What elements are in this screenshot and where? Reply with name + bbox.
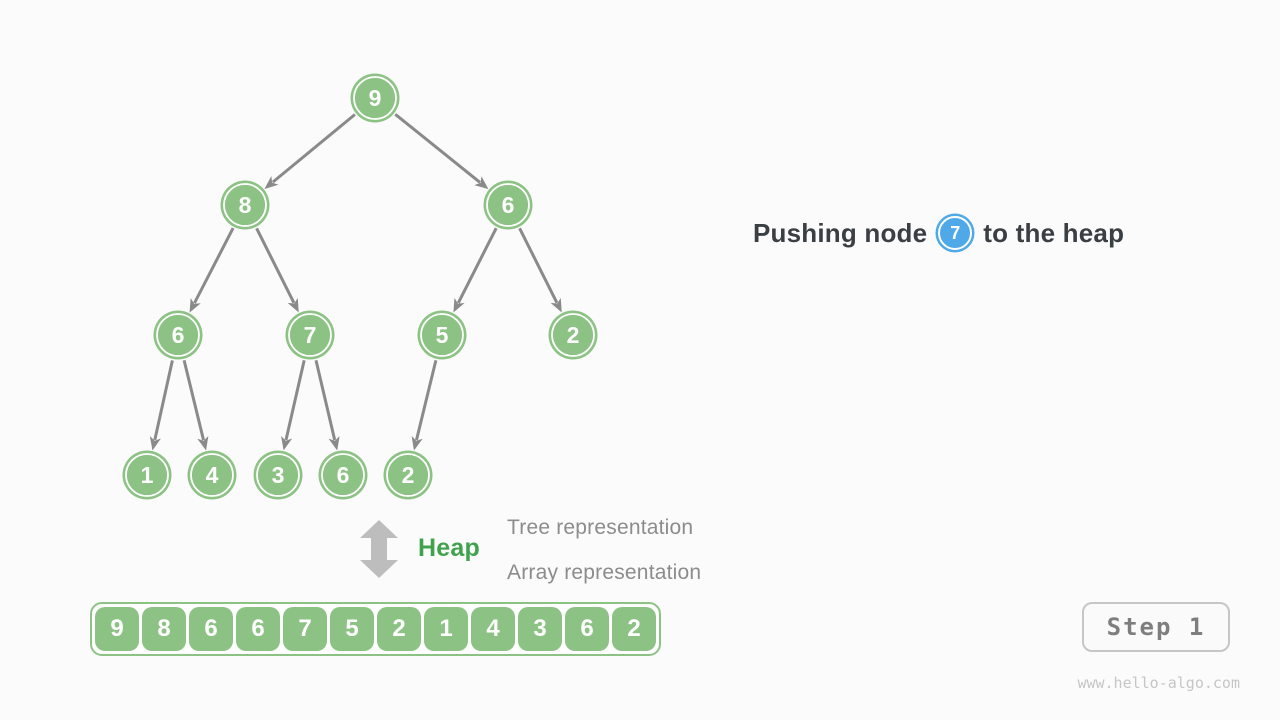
- tree-edges: [149, 113, 562, 451]
- tree-node: 6: [153, 310, 203, 360]
- tree-node: 7: [285, 310, 335, 360]
- tree-node: 2: [383, 450, 433, 500]
- tree-edge: [453, 227, 498, 313]
- node-inner-ring: [125, 453, 169, 497]
- up-down-arrow-icon: [360, 520, 398, 578]
- array-representation-label: Array representation: [507, 561, 702, 584]
- tree-node: 6: [318, 450, 368, 500]
- tree-node: 5: [417, 310, 467, 360]
- node-inner-ring: [353, 76, 397, 120]
- node-inner-ring: [288, 313, 332, 357]
- array-cell: 5: [330, 607, 374, 651]
- pushed-node-badge: 7: [938, 216, 973, 250]
- tree-edge: [255, 227, 299, 313]
- tree-node: 6: [483, 180, 533, 230]
- tree-node: 8: [220, 180, 270, 230]
- tree-node: 9: [350, 73, 400, 123]
- tree-edge: [264, 113, 356, 189]
- array-cell: 8: [142, 607, 186, 651]
- array-cell: 6: [236, 607, 280, 651]
- array-cell: 9: [95, 607, 139, 651]
- node-value: 2: [567, 322, 580, 348]
- array-cell: 6: [189, 607, 233, 651]
- tree-node: 4: [187, 450, 237, 500]
- node-value: 3: [272, 462, 285, 488]
- node-value: 5: [436, 322, 449, 348]
- node-inner-ring: [486, 183, 530, 227]
- tree-node: 1: [122, 450, 172, 500]
- node-value: 6: [337, 462, 350, 488]
- tree-edge: [518, 227, 562, 313]
- node-inner-ring: [156, 313, 200, 357]
- tree-edge: [182, 359, 209, 451]
- node-value: 4: [206, 462, 219, 488]
- node-inner-ring: [420, 313, 464, 357]
- node-value: 8: [239, 192, 252, 218]
- node-inner-ring: [386, 453, 430, 497]
- node-inner-ring: [321, 453, 365, 497]
- node-value: 6: [502, 192, 515, 218]
- array-cell: 2: [377, 607, 421, 651]
- tree-edge: [281, 359, 306, 451]
- array-cell: 2: [612, 607, 656, 651]
- step-indicator: Step 1: [1082, 602, 1230, 652]
- heap-tree: 9 8 6 6 7 5 2 1 4 3 6 2: [122, 73, 598, 500]
- node-value: 1: [141, 462, 154, 488]
- operation-title: Pushing node 7 to the heap: [753, 211, 1124, 255]
- node-inner-ring: [223, 183, 267, 227]
- tree-edge: [394, 113, 489, 190]
- tree-node: 2: [548, 310, 598, 360]
- node-value: 7: [304, 322, 317, 348]
- node-inner-ring: [256, 453, 300, 497]
- array-cell: 7: [283, 607, 327, 651]
- operation-title-suffix: to the heap: [983, 217, 1125, 248]
- tree-representation-label: Tree representation: [507, 516, 694, 539]
- tree-nodes: 9 8 6 6 7 5 2 1 4 3 6 2: [122, 73, 598, 500]
- tree-edge: [149, 360, 174, 451]
- node-value: 6: [172, 322, 185, 348]
- tree-edge: [314, 359, 340, 451]
- array-cell: 3: [518, 607, 562, 651]
- tree-edge: [411, 359, 438, 451]
- operation-title-prefix: Pushing node: [753, 217, 928, 248]
- heap-label: Heap: [418, 534, 480, 562]
- tree-node: 3: [253, 450, 303, 500]
- node-value: 2: [402, 462, 415, 488]
- tree-edge: [189, 227, 235, 313]
- watermark: www.hello-algo.com: [1077, 674, 1240, 692]
- array-cell: 4: [471, 607, 515, 651]
- array-cell: 6: [565, 607, 609, 651]
- node-inner-ring: [190, 453, 234, 497]
- array-cell: 1: [424, 607, 468, 651]
- node-value: 9: [369, 85, 382, 111]
- node-inner-ring: [551, 313, 595, 357]
